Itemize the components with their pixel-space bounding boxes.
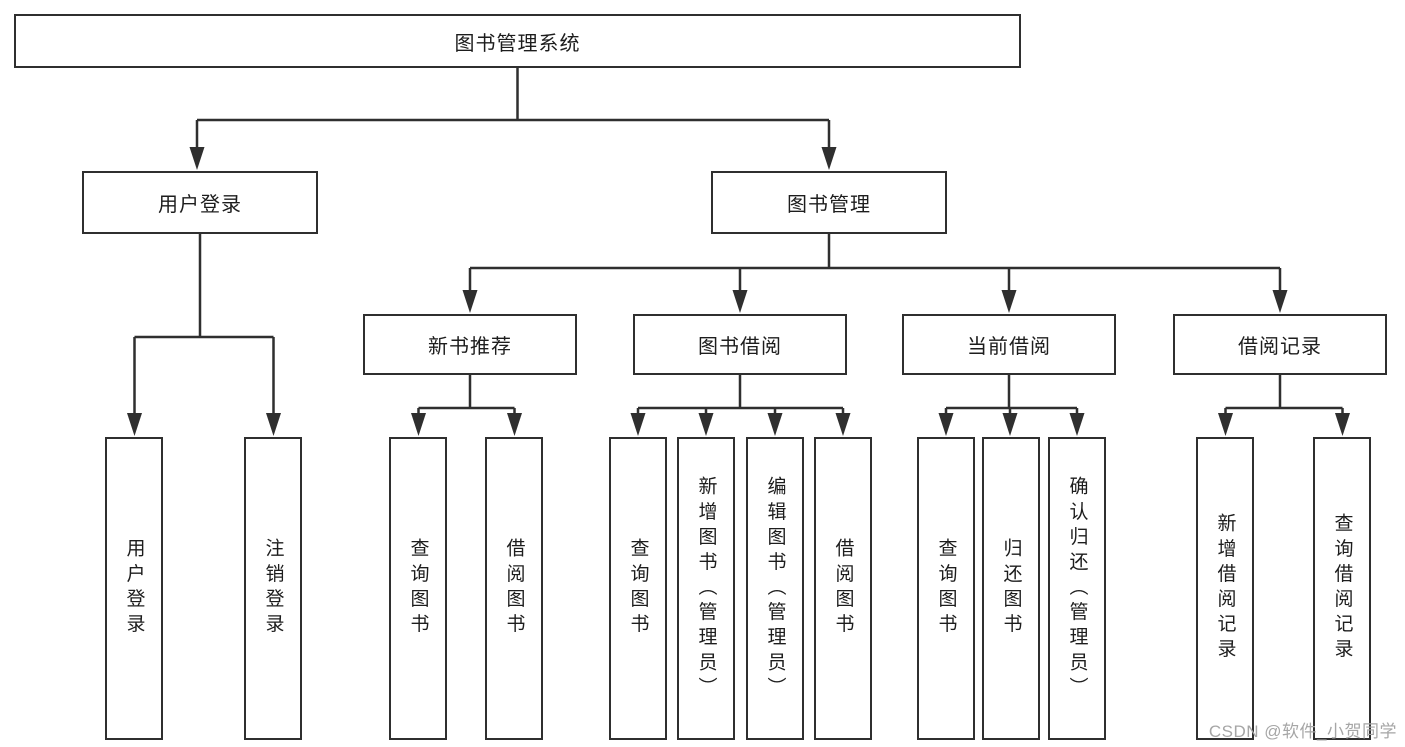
leaf-confirm-return-admin: 确认归还（管理员） (1048, 437, 1106, 740)
leaf-return-books: 归还图书 (982, 437, 1040, 740)
leaf-query-books-borrow: 查询图书 (609, 437, 667, 740)
leaf-user-login: 用户登录 (105, 437, 163, 740)
node-root-system: 图书管理系统 (14, 14, 1021, 68)
leaf-query-books-current: 查询图书 (917, 437, 975, 740)
leaf-borrow-books: 借阅图书 (814, 437, 872, 740)
leaf-query-borrow-record: 查询借阅记录 (1313, 437, 1371, 740)
leaf-query-books-recommend: 查询图书 (389, 437, 447, 740)
leaf-edit-books-admin: 编辑图书（管理员） (746, 437, 804, 740)
node-book-borrowing: 图书借阅 (633, 314, 847, 375)
leaf-add-books-admin: 新增图书（管理员） (677, 437, 735, 740)
node-borrowing-records: 借阅记录 (1173, 314, 1387, 375)
node-user-login: 用户登录 (82, 171, 318, 234)
csdn-watermark: CSDN @软件_小贺同学 (1208, 722, 1397, 741)
leaf-logout: 注销登录 (244, 437, 302, 740)
node-current-borrowing: 当前借阅 (902, 314, 1116, 375)
leaf-add-borrow-record: 新增借阅记录 (1196, 437, 1254, 740)
arrowhead-icons (127, 147, 1350, 436)
leaf-borrow-books-recommend: 借阅图书 (485, 437, 543, 740)
node-new-book-recommendation: 新书推荐 (363, 314, 577, 375)
node-book-management: 图书管理 (711, 171, 947, 234)
